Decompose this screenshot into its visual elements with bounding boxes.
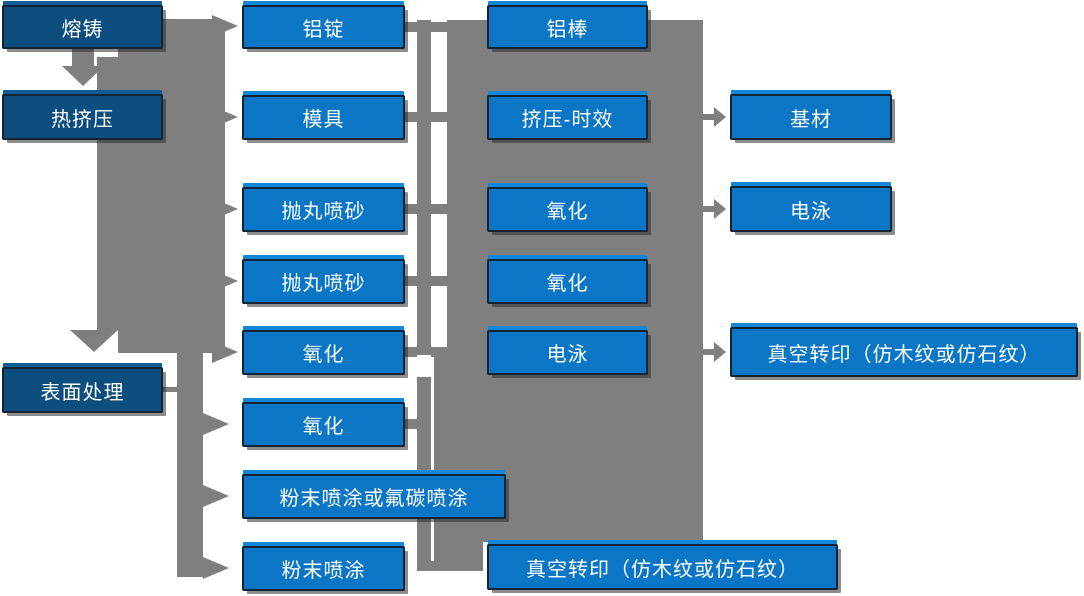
node-label: 熔铸 [61,18,104,41]
node-electrophoresis-2: 电泳 [730,186,892,232]
connector-casting-to-ingot [163,19,218,33]
stub-shot2-to-bar [403,276,417,286]
node-surface-treatment: 表面处理 [2,367,163,413]
node-label: 氧化 [302,344,345,366]
connector-surface-treatment-link [163,387,177,392]
arrowhead-base-material [714,107,726,127]
connector-main-trunk [118,20,225,353]
arrowhead-oxidation-2 [203,413,229,435]
node-aluminum-ingot: 铝锭 [242,5,405,49]
connector-melting-to-extrusion [72,48,94,68]
node-oxidation-2: 氧化 [242,402,405,447]
node-label: 真空转印（仿木纹或仿石纹） [526,558,799,581]
connector-surface-trunk [177,347,203,577]
node-label: 氧化 [302,416,345,438]
stub-ingot-to-bar [403,22,417,32]
arrowhead-mold [212,106,238,128]
arrowhead-down-surface-treatment [70,330,118,352]
stub-mold-to-bar [403,112,417,122]
arrowhead-powder-coating [203,557,229,579]
arrowhead-powder-or-fluorocarbon [203,485,229,507]
arrowhead-shot-blasting-1 [212,198,238,220]
node-shot-blasting-1: 抛丸喷砂 [242,187,405,232]
node-label: 抛丸喷砂 [281,273,366,295]
node-vacuum-transfer-print-1: 真空转印（仿木纹或仿石纹） [487,544,838,590]
arrowhead-aluminum-ingot [212,15,238,37]
stub-bar-to-block-r1 [431,22,447,32]
node-label: 电泳 [546,344,589,366]
node-extrusion-aging: 挤压-时效 [487,95,648,140]
stem-to-base-material [703,114,715,120]
stub-bar-to-block-r5 [431,347,447,357]
node-oxidation-1: 氧化 [242,330,405,375]
stem-to-vacuum-transfer-out [703,349,715,355]
node-shot-blasting-2: 抛丸喷砂 [242,259,405,304]
node-label: 电泳 [790,200,832,223]
node-mold: 模具 [242,95,405,140]
node-label: 氧化 [546,273,589,295]
node-label: 真空转印（仿木纹或仿石纹） [767,343,1041,366]
node-label: 挤压-时效 [521,109,614,131]
connector-bottom-link [417,561,483,571]
node-label: 氧化 [546,201,589,223]
node-oxidation-3: 氧化 [487,187,648,232]
connector-collector-bar-upper [417,20,431,355]
node-label: 模具 [302,109,345,131]
stub-oxid2-to-bar [403,419,417,429]
node-hot-extrusion: 热挤压 [2,94,163,140]
arrowhead-down-hot-extrusion [62,66,104,86]
node-aluminum-rod: 铝棒 [487,5,648,49]
connector-collector-bar-lower-2 [434,356,448,571]
stem-to-electrophoresis-out [703,206,715,212]
node-label: 热挤压 [51,108,114,131]
node-melting-casting: 熔铸 [2,5,163,49]
arrowhead-oxidation-1 [212,341,238,363]
node-label: 基材 [790,108,832,131]
node-label: 铝棒 [546,18,589,41]
stub-bar-to-block-r2 [431,112,447,122]
node-base-material: 基材 [730,94,892,140]
stub-bar-to-block-r3 [431,204,447,214]
stub-bar-to-block-r4 [431,276,447,286]
node-label: 粉末喷涂 [281,560,366,582]
node-label: 表面处理 [40,381,125,404]
arrowhead-electrophoresis-out [714,199,726,219]
node-label: 铝锭 [302,18,345,41]
node-oxidation-4: 氧化 [487,259,648,304]
arrowhead-shot-blasting-2 [212,270,238,292]
node-powder-coating: 粉末喷涂 [242,546,405,591]
node-vacuum-transfer-print-2: 真空转印（仿木纹或仿石纹） [730,327,1078,377]
stub-shot1-to-bar [403,204,417,214]
arrowhead-vacuum-transfer-out [714,342,726,362]
node-label: 粉末喷涂或氟碳喷涂 [279,488,469,510]
node-label: 抛丸喷砂 [281,201,366,223]
stub-oxid1-to-bar [403,347,417,357]
node-powder-or-fluorocarbon-coating: 粉末喷涂或氟碳喷涂 [242,474,506,519]
node-electrophoresis-1: 电泳 [487,330,648,375]
